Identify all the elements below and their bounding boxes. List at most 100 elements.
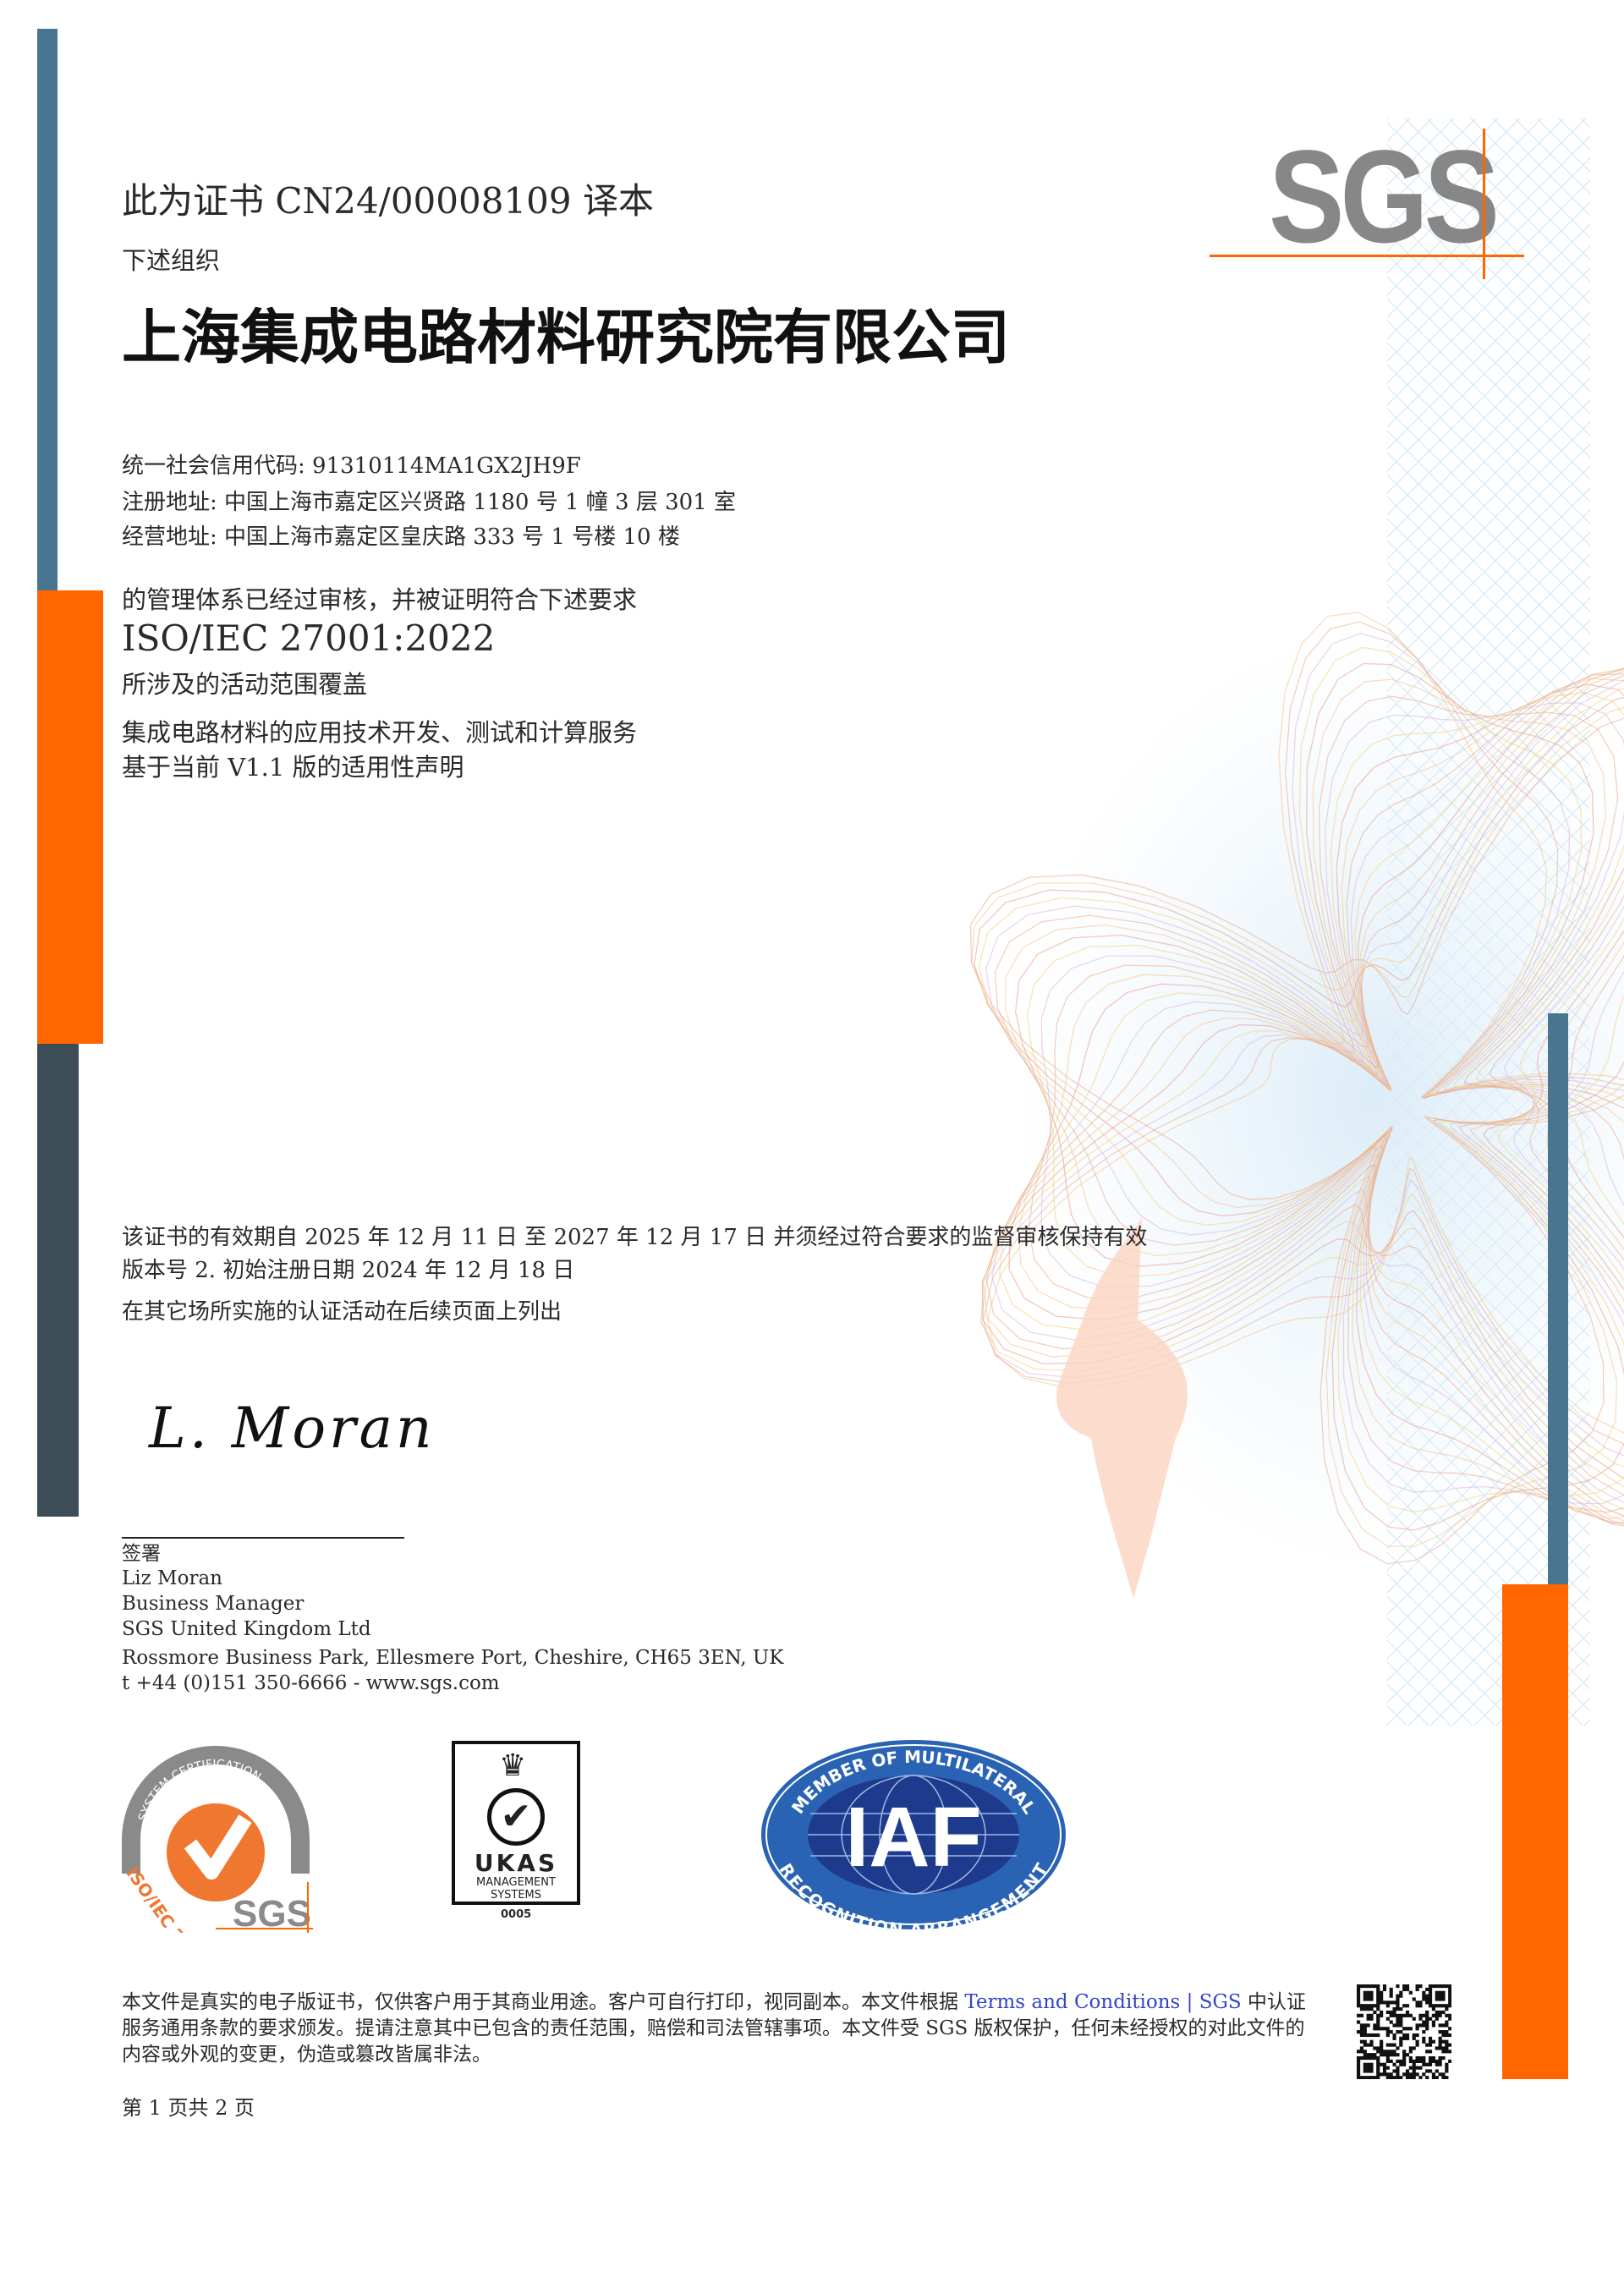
qr-module [1357,2030,1361,2034]
qr-module [1357,2072,1361,2077]
qr-module [1396,2030,1400,2034]
qr-module [1363,2039,1367,2044]
qr-module [1359,2050,1364,2054]
qr-module [1425,2076,1429,2079]
left-bar-blue [37,29,58,590]
qr-module [1431,2023,1435,2028]
iaf-name: IAF [845,1790,981,1885]
qr-module [1376,1997,1380,2001]
qr-module [1357,1984,1361,1989]
qr-module [1418,2023,1423,2028]
qr-module [1445,2066,1449,2070]
qr-module [1425,2027,1429,2031]
qr-module [1369,2043,1374,2047]
qr-module [1392,2053,1396,2057]
qr-module [1425,2020,1429,2024]
qr-module [1376,1984,1380,1989]
qr-module [1428,2036,1433,2040]
qr-module [1382,2072,1387,2077]
qr-module [1366,2023,1370,2028]
rosette-line [981,662,1624,1479]
qr-module [1396,1994,1400,1998]
qr-module [1380,2050,1384,2054]
qr-module [1366,2004,1370,2008]
qr-module [1415,2004,1419,2008]
qr-module [1405,2076,1410,2079]
qr-module [1402,2072,1407,2077]
qr-module [1428,2004,1433,2008]
qr-module [1385,2033,1390,2038]
ukas-logo: ♛ ✔ UKAS MANAGEMENT SYSTEMS [452,1741,580,1905]
qr-module [1448,2017,1451,2021]
qr-module [1412,2036,1416,2040]
qr-module [1438,2013,1442,2017]
qr-module [1373,2004,1377,2008]
crown-icon: ♛ [499,1748,527,1783]
qr-module [1435,2076,1439,2079]
qr-module [1428,1997,1433,2001]
qr-module [1405,2036,1410,2040]
ukas-line1: MANAGEMENT [476,1876,556,1889]
qr-module [1415,2066,1419,2070]
qr-module [1363,2055,1367,2061]
qr-module [1392,2062,1396,2066]
scope-activities: 集成电路材料的应用技术开发、测试和计算服务 [122,718,638,747]
qr-module [1408,2046,1413,2050]
qr-module [1396,2053,1400,2057]
qr-module [1385,2076,1390,2079]
rosette-line [971,706,1624,1547]
qr-module [1366,2017,1370,2021]
qr-module [1380,1994,1384,1998]
rosette-line [978,687,1624,1512]
qr-module [1435,2069,1439,2073]
qr-module [1363,2004,1367,2008]
qr-module [1408,1990,1413,1995]
qr-module [1412,1997,1416,2001]
qr-module [1392,2010,1396,2015]
qr-module [1441,2046,1446,2050]
qr-module [1431,2076,1435,2079]
qr-module [1422,1997,1426,2001]
qr-module [1385,2010,1390,2015]
qr-module [1369,2062,1374,2066]
qr-module [1408,2076,1413,2079]
qr-module [1415,2039,1419,2044]
qr-module [1445,2076,1449,2079]
qr-module [1380,1997,1384,2001]
qr-module [1380,2053,1384,2057]
qr-module [1389,1990,1393,1995]
qr-module [1412,2072,1416,2077]
qr-module [1385,2030,1390,2034]
qr-module [1431,2020,1435,2024]
qr-module [1359,2076,1364,2079]
qr-module [1396,2059,1400,2063]
qr-module [1359,2013,1364,2017]
qr-module [1435,2059,1439,2063]
qr-module [1422,2062,1426,2066]
qr-module [1369,2017,1374,2021]
qr-module [1380,2027,1384,2031]
qr-module [1408,2072,1413,2077]
qr-module [1366,1994,1370,1998]
qr-module [1422,2072,1426,2077]
qr-module [1357,2020,1361,2024]
qr-module [1431,2013,1435,2017]
qr-module [1373,1984,1377,1989]
standard: ISO/IEC 27001:2022 [122,617,496,659]
qr-module [1376,2076,1380,2079]
qr-module [1363,1984,1367,1989]
qr-module [1448,1990,1451,1995]
qr-module [1396,2066,1400,2070]
qr-module [1363,1994,1367,1998]
qr-code[interactable] [1357,1984,1451,2079]
rosette-line [985,679,1624,1505]
qr-module [1412,2017,1416,2021]
registered-address: 注册地址: 中国上海市嘉定区兴贤路 1180 号 1 幢 3 层 301 室 [122,490,737,515]
terms-link[interactable]: Terms and Conditions | SGS [964,1991,1242,2013]
qr-module [1408,2027,1413,2031]
qr-module [1396,2023,1400,2028]
qr-module [1448,2033,1451,2038]
signatory-title: Business Manager [122,1593,304,1615]
qr-module [1438,2004,1442,2008]
rosette-line [1014,667,1624,1523]
